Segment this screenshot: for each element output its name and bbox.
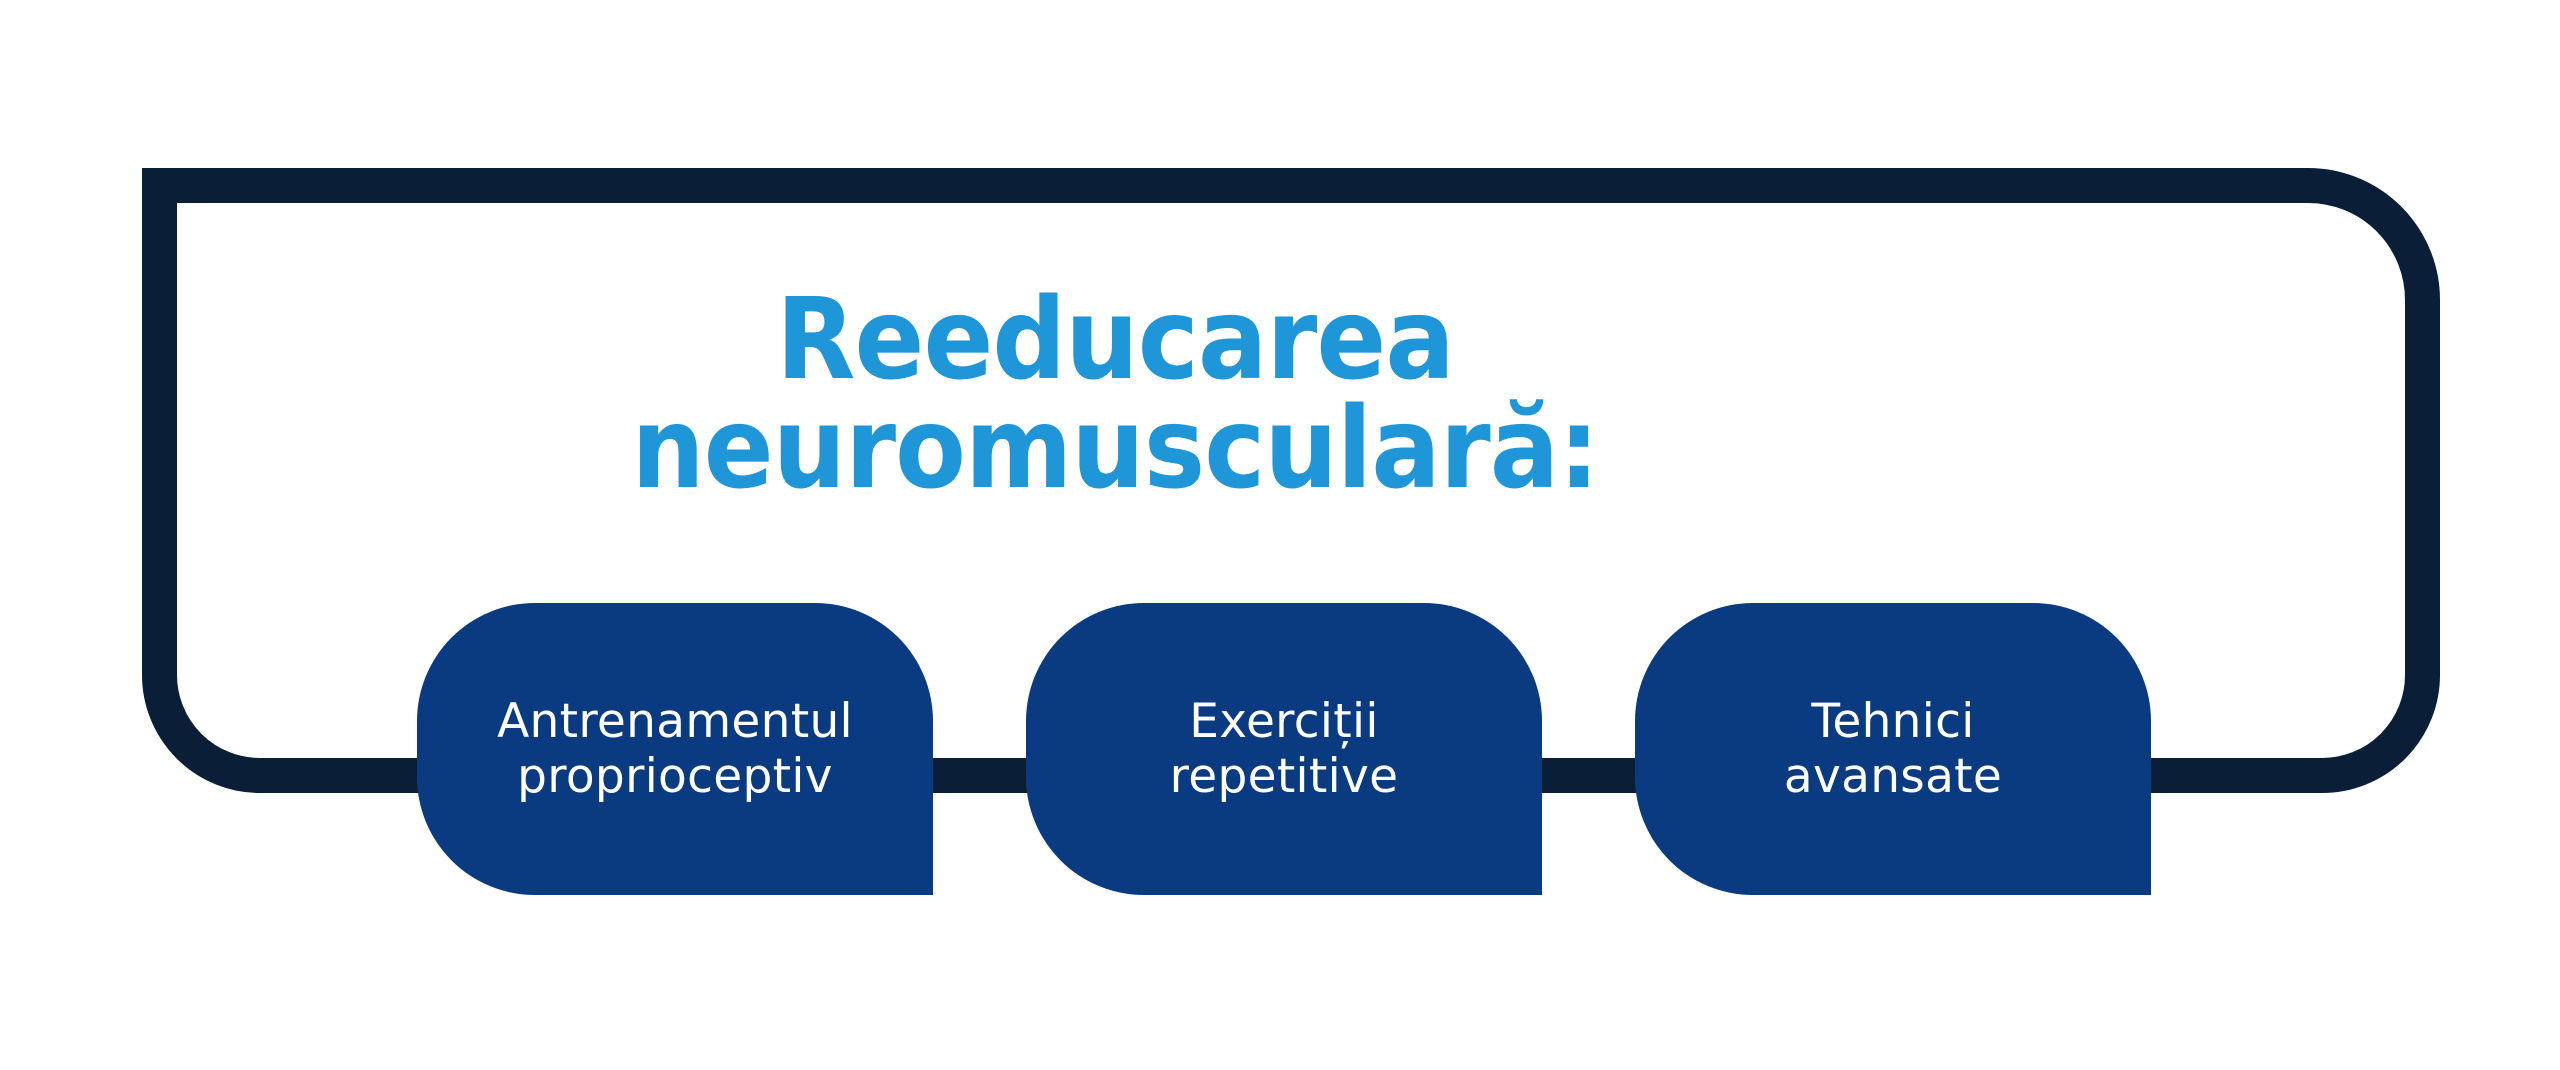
page-title-line-1: Reeducarea	[776, 275, 1455, 405]
page-title: Reeducarea neuromusculară:	[89, 275, 2141, 514]
card-tehnici-avansate[interactable]: Tehnici avansate	[1635, 603, 2151, 895]
page-title-line-2: neuromusculară:	[631, 383, 1599, 514]
card-label: Tehnici avansate	[1783, 693, 2003, 804]
card-label: Antrenamentul proprioceptiv	[497, 693, 853, 804]
card-antrenamentul-proprioceptiv[interactable]: Antrenamentul proprioceptiv	[417, 603, 933, 895]
card-row: Antrenamentul proprioceptiv Exerciții re…	[0, 603, 2560, 898]
card-label: Exerciții repetitive	[1169, 693, 1399, 804]
card-exercitii-repetitive[interactable]: Exerciții repetitive	[1026, 603, 1542, 895]
